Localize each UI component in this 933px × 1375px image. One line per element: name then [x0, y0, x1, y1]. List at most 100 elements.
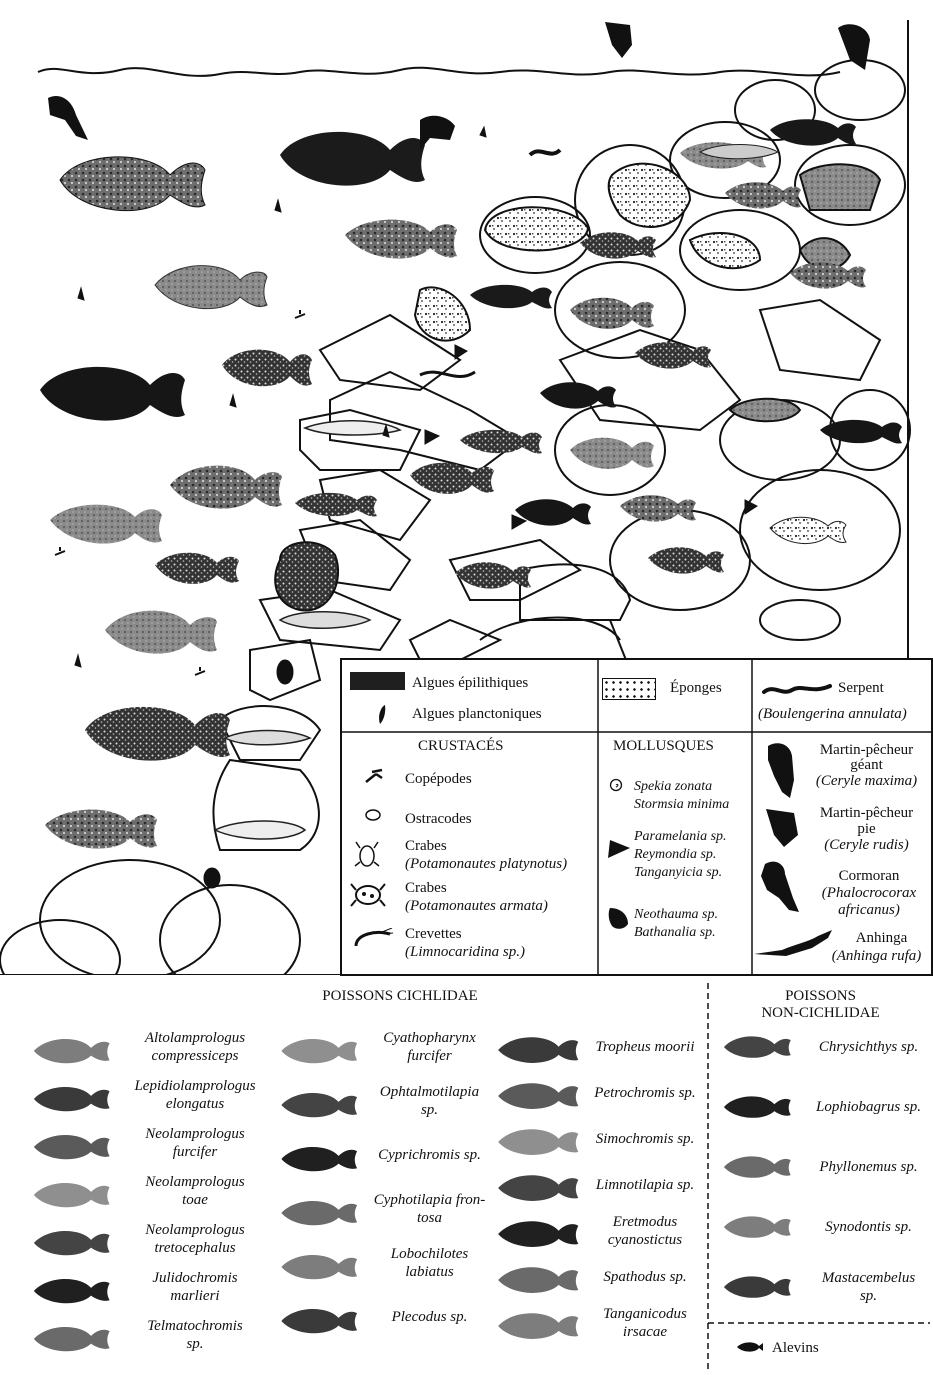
fish-thumbnail-icon: [495, 1032, 583, 1068]
species-label: toae: [120, 1192, 270, 1209]
species-label: compressiceps: [120, 1048, 270, 1065]
fish-thumbnail-icon: [495, 1216, 583, 1252]
fish-thumbnail: [495, 1170, 583, 1206]
fish-silhouette: [45, 810, 157, 849]
fish-silhouette: [155, 266, 267, 309]
fish-silhouette: [280, 132, 425, 186]
mollusque-bathanalia: Bathanalia sp.: [634, 924, 716, 941]
fish-thumbnail: [495, 1308, 583, 1344]
fish-silhouette: [50, 505, 162, 544]
fish-silhouette: [580, 232, 656, 258]
legend-ostracodes: Ostracodes: [405, 811, 472, 828]
paramelania-shell-icon: [606, 838, 632, 860]
copepod-icon: [364, 768, 386, 784]
species-label: Lobochilotes: [362, 1246, 497, 1263]
species-label: Synodontis sp.: [806, 1219, 931, 1236]
fish-thumbnail-icon: [30, 1034, 115, 1068]
fish-silhouette: [635, 342, 711, 368]
catfish-silhouette: [225, 731, 310, 745]
species-label: furcifer: [120, 1144, 270, 1161]
fish-thumbnail-icon: [280, 1196, 360, 1230]
fish-thumbnail: [495, 1032, 583, 1068]
mollusque-paramelania: Paramelania sp.: [634, 828, 727, 845]
shrimp-icon: [352, 928, 394, 948]
species-label: Limnotilapia sp.: [584, 1177, 706, 1194]
fish-thumbnail: [30, 1322, 115, 1356]
catfish-silhouette: [280, 612, 370, 629]
fish-thumbnail: [495, 1124, 583, 1160]
fish-thumbnail-icon: [280, 1142, 360, 1176]
mollusque-neothauma: Neothauma sp.: [634, 906, 718, 923]
fish-thumbnail: [714, 1032, 802, 1062]
species-label: Tropheus moorii: [584, 1039, 706, 1056]
species-label: sp.: [362, 1102, 497, 1119]
fish-thumbnail: [30, 1034, 115, 1068]
legend-crabes2-latin: (Potamonautes armata): [405, 898, 548, 915]
spekia-shell-icon: [608, 778, 624, 792]
martin-pie-latin: (Ceryle rudis): [800, 837, 933, 854]
legend-crevettes: Crevettes: [405, 926, 462, 943]
fish-thumbnail: [495, 1262, 583, 1298]
species-label: furcifer: [362, 1048, 497, 1065]
legend-crabes1-latin: (Potamonautes platynotus): [405, 856, 567, 873]
species-label: sp.: [806, 1288, 931, 1305]
ostracod-icon: [364, 808, 382, 822]
fish-thumbnail: [280, 1034, 360, 1068]
species-label: Cyathopharynx: [362, 1030, 497, 1047]
species-label: sp.: [120, 1336, 270, 1353]
martin-geant-icon: [760, 740, 800, 802]
fish-thumbnail: [30, 1274, 115, 1308]
fish-silhouette: [540, 382, 616, 408]
cichlidae-title: POISSONS CICHLIDAE: [220, 988, 580, 1005]
fish-silhouette: [460, 430, 542, 454]
fish-thumbnail-icon: [30, 1130, 115, 1164]
fish-silhouette: [820, 420, 902, 444]
species-label: tretocephalus: [120, 1240, 270, 1257]
species-label: labiatus: [362, 1264, 497, 1281]
fish-thumbnail: [714, 1212, 802, 1242]
species-label: Phyllonemus sp.: [806, 1159, 931, 1176]
fish-thumbnail: [30, 1130, 115, 1164]
species-label: Tanganicodus: [584, 1306, 706, 1323]
fish-silhouette: [570, 298, 654, 329]
fish-thumbnail-icon: [714, 1272, 802, 1302]
neothauma-shell-icon: [606, 906, 630, 932]
fish-thumbnail-icon: [280, 1088, 360, 1122]
fish-thumbnail-icon: [714, 1032, 802, 1062]
fish-silhouette: [770, 517, 846, 543]
fish-silhouette: [725, 182, 801, 208]
fish-silhouette: [515, 499, 591, 525]
fish-thumbnail: [280, 1196, 360, 1230]
species-label: Neolamprologus: [120, 1126, 270, 1143]
fish-thumbnail-icon: [495, 1308, 583, 1344]
cormoran-latin2: africanus): [805, 902, 933, 919]
species-label: Spathodus sp.: [584, 1269, 706, 1286]
fish-thumbnail: [280, 1250, 360, 1284]
planktonic-algae-icon: [377, 704, 387, 726]
fish-thumbnail-icon: [30, 1178, 115, 1212]
fish-thumbnail-icon: [714, 1152, 802, 1182]
species-label: Mastacembelus: [806, 1270, 931, 1287]
fish-thumbnail: [30, 1178, 115, 1212]
sponge-swatch: [602, 678, 656, 700]
fish-thumbnail-icon: [280, 1250, 360, 1284]
species-label: tosa: [362, 1210, 497, 1227]
snake-icon: [762, 682, 832, 698]
mollusque-stormsia: Stormsia minima: [634, 796, 729, 813]
fish-thumbnail-icon: [714, 1092, 802, 1122]
species-label: marlieri: [120, 1288, 270, 1305]
species-label: cyanostictus: [584, 1232, 706, 1249]
water-surface: [38, 68, 840, 76]
legend-algues-epilithiques: Algues épilithiques: [412, 675, 528, 692]
fish-thumbnail-icon: [714, 1212, 802, 1242]
species-label: Ophtalmotilapia: [362, 1084, 497, 1101]
fish-thumbnail: [280, 1142, 360, 1176]
fish-thumbnail-icon: [280, 1304, 360, 1338]
fish-thumbnail: [280, 1304, 360, 1338]
species-label: irsacae: [584, 1324, 706, 1341]
species-label: Cyphotilapia fron-: [362, 1192, 497, 1209]
legend-crabes1: Crabes: [405, 838, 447, 855]
cormoran-icon: [755, 858, 803, 918]
legend-crabes2: Crabes: [405, 880, 447, 897]
fish-thumbnail-icon: [495, 1262, 583, 1298]
